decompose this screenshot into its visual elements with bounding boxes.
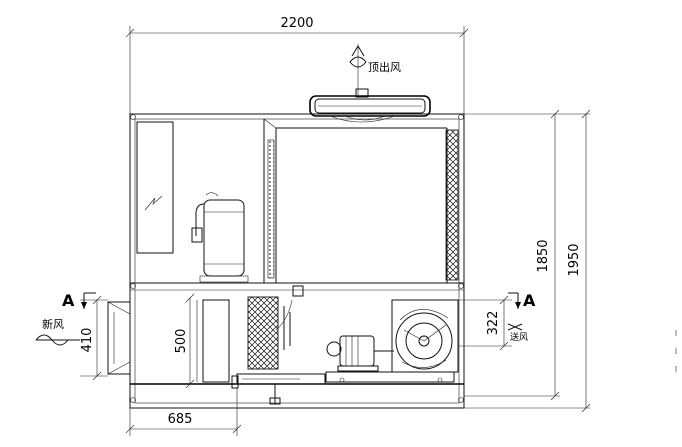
- dimension-filter-height: 500: [174, 293, 195, 389]
- supply-air-outlet: 送风: [507, 323, 528, 343]
- intake-height-text: 410: [80, 328, 95, 353]
- centrifugal-fan: [339, 299, 459, 383]
- section-right-label: A: [523, 291, 536, 310]
- fresh-air-label: 新风: [42, 317, 64, 331]
- fan-outlet-text: 322: [486, 311, 501, 336]
- filter-block: [196, 299, 230, 383]
- intake-width-text: 685: [168, 412, 193, 427]
- dimension-fan-outlet: 322: [458, 295, 512, 351]
- dimension-overall-width: 2200: [125, 16, 469, 114]
- condenser-frame: [263, 118, 459, 283]
- supply-air-label: 送风: [510, 331, 528, 343]
- compressor: [191, 192, 249, 283]
- section-left-label: A: [62, 291, 75, 310]
- top-outlet-label: 顶出风: [368, 60, 401, 74]
- dimension-intake-width: 685: [125, 388, 242, 436]
- filter-height-text: 500: [174, 329, 189, 354]
- dimension-heights: 1850 1950: [464, 109, 591, 413]
- section-marker-left: A: [62, 291, 96, 310]
- evaporator-coil: [247, 285, 304, 370]
- dimension-intake-height: 410: [80, 295, 108, 381]
- cabinet-frame: [129, 113, 465, 409]
- section-marker-right: A: [508, 291, 536, 310]
- control-panel: [136, 121, 174, 254]
- fan-motor: [325, 335, 455, 383]
- drain-pan: [231, 373, 326, 405]
- fresh-air-inlet: 新风: [35, 317, 80, 346]
- height-total-text: 1950: [567, 243, 582, 276]
- overall-width-text: 2200: [280, 16, 313, 31]
- top-outlet-fan: 顶出风: [309, 44, 431, 123]
- intake-louver: [107, 301, 131, 375]
- height-inner-text: 1850: [536, 239, 551, 272]
